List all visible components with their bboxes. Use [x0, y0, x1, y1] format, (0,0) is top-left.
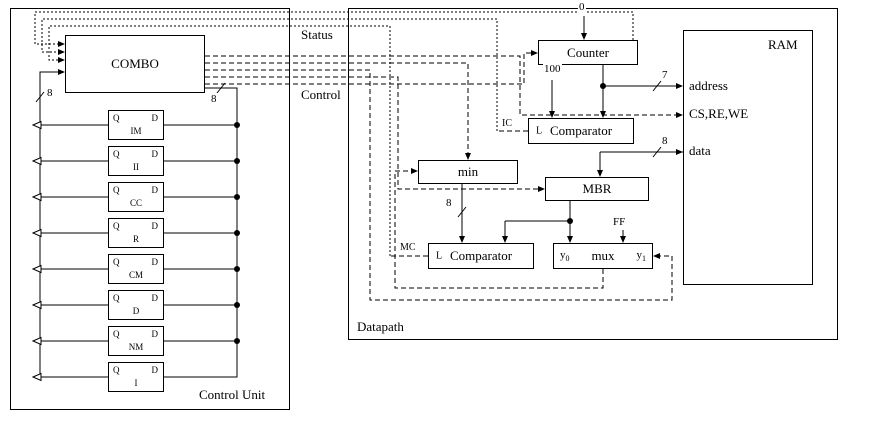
mux-const-label: FF [612, 216, 627, 228]
mc-comparator-mode: L [436, 250, 443, 262]
register-i: Q D I [108, 362, 164, 392]
ram-port-data-label: data [688, 143, 712, 158]
ic-comparator-box: L Comparator [528, 118, 634, 144]
mc-flag-label: MC [399, 242, 417, 253]
ff-q-label: Q [113, 185, 120, 195]
ff-q-label: Q [113, 221, 120, 231]
min-register-box: min [418, 160, 518, 184]
ff-d-label: D [151, 221, 159, 231]
register-name: R [132, 234, 139, 244]
mbr-box: MBR [545, 177, 649, 201]
combo-label: COMBO [111, 56, 159, 71]
ff-d-label: D [151, 293, 159, 303]
output-bus-width-label: 8 [46, 87, 54, 99]
ff-d-label: D [151, 365, 159, 375]
ff-q-label: Q [113, 365, 120, 375]
ic-flag-label: IC [501, 118, 513, 129]
ff-q-label: Q [113, 329, 120, 339]
control-unit-label: Control Unit [198, 387, 267, 402]
min-label: min [457, 164, 479, 179]
register-d: Q D D [108, 290, 164, 320]
register-name: I [134, 378, 138, 388]
ic-comparator-mode: L [536, 125, 543, 137]
ff-d-label: D [151, 149, 159, 159]
input-bus-width-label: 8 [210, 93, 218, 105]
register-name: CC [129, 198, 142, 208]
counter-label: Counter [567, 44, 609, 60]
ff-q-label: Q [113, 149, 120, 159]
ff-d-label: D [151, 329, 159, 339]
ff-q-label: Q [113, 113, 120, 123]
register-name: IM [130, 126, 142, 136]
datapath-label: Datapath [356, 319, 405, 334]
mux-y1-sub: 1 [642, 254, 646, 264]
combo-box: COMBO [65, 35, 205, 93]
register-cm: Q D CM [108, 254, 164, 284]
register-cc: Q D CC [108, 182, 164, 212]
ram-box [683, 30, 813, 285]
register-name: NM [128, 342, 144, 352]
mc-comparator-box: L Comparator [428, 243, 534, 269]
ff-d-label: D [151, 185, 159, 195]
ff-d-label: D [151, 257, 159, 267]
ic-comparator-label: Comparator [549, 123, 613, 138]
counter-init-label: 0 [578, 1, 586, 13]
min-width-label: 8 [445, 197, 453, 209]
mux-input-y0: y0 [560, 249, 570, 263]
mbr-label: MBR [582, 181, 612, 196]
mux-box: y0 mux y1 [553, 243, 653, 269]
register-name: CM [128, 270, 143, 280]
data-width-label: 8 [661, 135, 669, 147]
mux-input-y1: y1 [637, 249, 647, 263]
ff-d-label: D [151, 113, 159, 123]
mc-comparator-label: Comparator [449, 248, 513, 263]
register-r: Q D R [108, 218, 164, 248]
mux-label: mux [591, 248, 615, 263]
ff-q-label: Q [113, 293, 120, 303]
ff-q-label: Q [113, 257, 120, 267]
control-bus-label: Control [300, 87, 342, 102]
register-name: II [133, 162, 139, 172]
status-bus-label: Status [300, 27, 334, 42]
address-width-label: 7 [661, 69, 669, 81]
register-nm: Q D NM [108, 326, 164, 356]
register-im: Q D IM [108, 110, 164, 140]
register-ii: Q D II [108, 146, 164, 176]
counter-box: Counter [538, 40, 638, 65]
ram-label: RAM [767, 37, 799, 52]
register-name: D [132, 306, 140, 316]
mux-y0-sub: 0 [565, 254, 570, 264]
ram-port-control-label: CS,RE,WE [688, 106, 750, 121]
counter-limit-label: 100 [543, 63, 562, 75]
ram-port-address-label: address [688, 78, 729, 93]
